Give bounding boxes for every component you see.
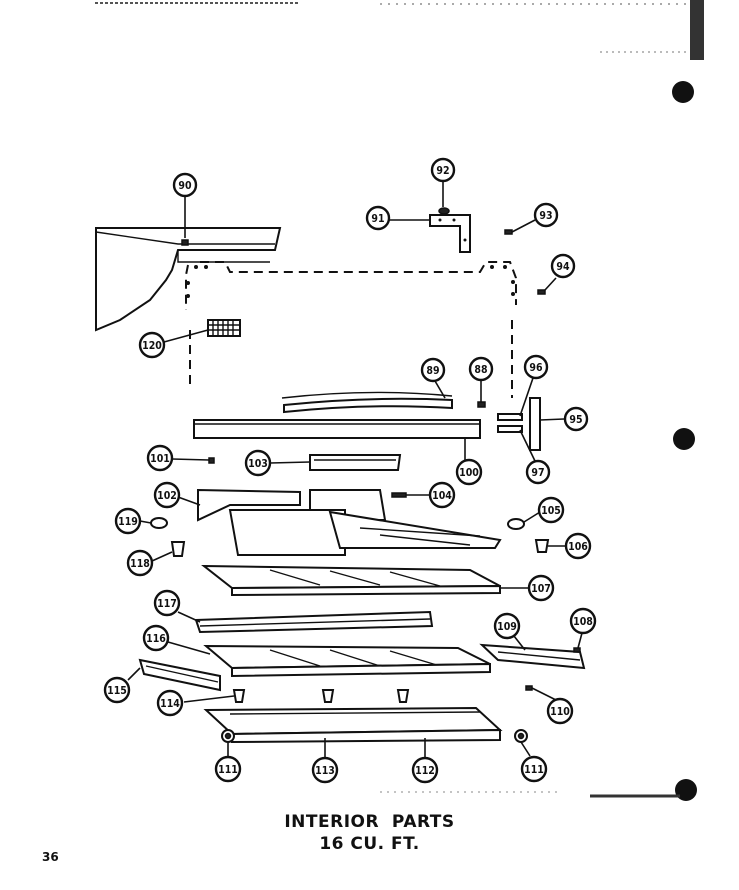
callout-116: 116 bbox=[142, 624, 170, 652]
callout-89: 89 bbox=[420, 357, 446, 383]
callout-label: 95 bbox=[569, 414, 582, 426]
part-slide-rail-109 bbox=[479, 643, 586, 670]
part-wire-shelf-102 bbox=[197, 488, 502, 556]
callout-label: 110 bbox=[550, 706, 570, 718]
part-rail-117 bbox=[194, 610, 434, 634]
callout-label: 112 bbox=[415, 765, 435, 777]
callout-label: 109 bbox=[497, 621, 517, 633]
callout-104: 104 bbox=[428, 481, 456, 509]
callout-118: 118 bbox=[126, 549, 154, 577]
part-hinge-bracket-91 bbox=[429, 207, 471, 253]
callout-label: 107 bbox=[531, 583, 551, 595]
callout-115: 115 bbox=[103, 676, 131, 704]
cabinet-top-section bbox=[95, 227, 282, 332]
callout-label: 104 bbox=[432, 490, 452, 502]
callout-117: 117 bbox=[153, 589, 181, 617]
callout-label: 108 bbox=[573, 616, 593, 628]
callout-108: 108 bbox=[569, 607, 597, 635]
callout-label: 93 bbox=[539, 210, 552, 222]
callout-label: 92 bbox=[436, 165, 449, 177]
callout-102: 102 bbox=[153, 481, 181, 509]
part-slide-rail-115 bbox=[138, 658, 221, 692]
callout-label: 90 bbox=[178, 180, 192, 192]
part-screw-90 bbox=[181, 239, 189, 246]
callout-label: 117 bbox=[157, 598, 177, 610]
callout-label: 114 bbox=[160, 698, 180, 710]
callout-119: 119 bbox=[114, 507, 142, 535]
part-rollers-111 bbox=[221, 729, 528, 743]
callout-label: 105 bbox=[541, 505, 561, 517]
part-screw-93 bbox=[504, 229, 513, 235]
diagram-subtitle: 16 CU. FT. bbox=[319, 834, 420, 854]
callout-label: 111 bbox=[218, 764, 238, 776]
callout-label: 115 bbox=[107, 685, 127, 697]
callout-97: 97 bbox=[525, 459, 551, 485]
callout-93: 93 bbox=[533, 202, 559, 228]
callout-label: 96 bbox=[529, 362, 543, 374]
callout-label: 111 bbox=[524, 764, 544, 776]
callout-109: 109 bbox=[493, 612, 521, 640]
callout-120: 120 bbox=[138, 331, 166, 359]
callout-label: 119 bbox=[118, 516, 138, 528]
callout-94: 94 bbox=[550, 253, 576, 279]
part-bumper-105 bbox=[507, 518, 525, 530]
callout-label: 102 bbox=[157, 490, 177, 502]
callout-label: 118 bbox=[130, 558, 150, 570]
part-support-118 bbox=[170, 541, 186, 557]
callout-103: 103 bbox=[244, 449, 272, 477]
callout-114: 114 bbox=[156, 689, 184, 717]
part-screw-110 bbox=[525, 685, 533, 691]
callout-113: 113 bbox=[311, 756, 339, 784]
callout-96: 96 bbox=[523, 354, 549, 380]
part-clip-101 bbox=[208, 457, 215, 464]
diagram-title: INTERIOR PARTS bbox=[284, 812, 455, 832]
part-screw-88 bbox=[477, 401, 486, 408]
callout-88: 88 bbox=[468, 356, 494, 382]
callout-112: 112 bbox=[411, 756, 439, 784]
page-number: 36 bbox=[42, 850, 59, 864]
part-trim-strip-89 bbox=[281, 391, 453, 414]
callout-91: 91 bbox=[365, 205, 391, 231]
liner-outline bbox=[185, 261, 517, 398]
callout-106: 106 bbox=[564, 532, 592, 560]
callout-110: 110 bbox=[546, 697, 574, 725]
callout-label: 113 bbox=[315, 765, 335, 777]
callout-label: 101 bbox=[150, 453, 170, 465]
part-glass-support-103 bbox=[309, 454, 402, 471]
callout-100: 100 bbox=[455, 458, 483, 486]
part-glass-shelf-116 bbox=[203, 644, 491, 678]
scan-edge-marks bbox=[95, 0, 704, 801]
callout-111-left: 111 bbox=[214, 755, 242, 783]
callout-label: 89 bbox=[426, 365, 439, 377]
part-glass-shelf-107 bbox=[201, 564, 501, 597]
callout-label: 103 bbox=[248, 458, 268, 470]
callout-label: 94 bbox=[556, 261, 570, 273]
callout-105: 105 bbox=[537, 496, 565, 524]
callout-label: 88 bbox=[474, 364, 487, 376]
part-screw-108 bbox=[573, 647, 581, 653]
part-glass-shelf-113 bbox=[203, 706, 503, 744]
callout-label: 100 bbox=[459, 467, 479, 479]
part-grille-120 bbox=[207, 319, 241, 337]
part-support-106 bbox=[534, 539, 550, 553]
callout-label: 91 bbox=[371, 213, 384, 225]
part-crisper-cover-frame-100 bbox=[193, 419, 481, 439]
callout-label: 97 bbox=[531, 467, 544, 479]
callout-label: 106 bbox=[568, 541, 588, 553]
part-bumper-119 bbox=[150, 517, 168, 529]
leader-lines bbox=[127, 181, 583, 758]
callout-101: 101 bbox=[146, 444, 174, 472]
callout-90: 90 bbox=[172, 172, 198, 198]
callout-label: 120 bbox=[142, 340, 162, 352]
callout-107: 107 bbox=[527, 574, 555, 602]
callout-label: 116 bbox=[146, 633, 166, 645]
callout-95: 95 bbox=[563, 406, 589, 432]
part-bracket-104 bbox=[391, 492, 407, 498]
callout-92: 92 bbox=[430, 157, 456, 183]
part-hinge-96-95-97 bbox=[497, 397, 541, 451]
part-screw-94 bbox=[537, 289, 546, 295]
callout-111-right: 111 bbox=[520, 755, 548, 783]
part-clips-114 bbox=[232, 689, 410, 703]
